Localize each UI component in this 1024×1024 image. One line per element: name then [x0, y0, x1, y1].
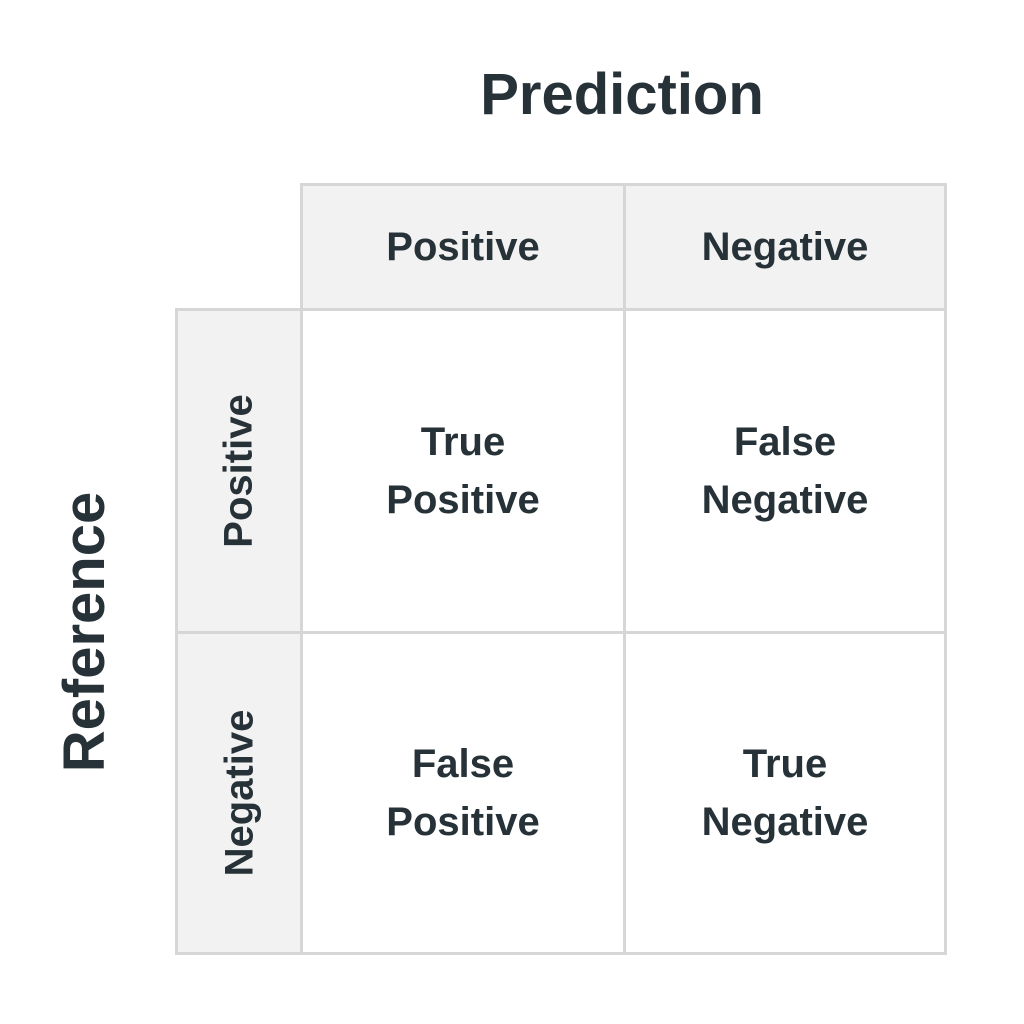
prediction-axis-title: Prediction [480, 62, 764, 127]
column-header-label: Negative [701, 225, 869, 269]
cell-line-1: True [420, 420, 506, 464]
cell-false-negative: False Negative [623, 308, 947, 634]
cell-line-1: False [733, 420, 837, 464]
cell-line-1: True [742, 742, 828, 786]
column-header-negative: Negative [623, 183, 947, 311]
cell-line-2: Negative [701, 800, 869, 844]
reference-axis-title: Reference [52, 491, 117, 773]
column-header-positive: Positive [300, 183, 626, 311]
row-header-positive: Positive [175, 308, 303, 634]
row-header-label: Negative [217, 709, 261, 877]
cell-true-negative: True Negative [623, 631, 947, 955]
cell-true-positive: True Positive [300, 308, 626, 634]
row-header-label: Positive [217, 394, 261, 548]
cell-line-2: Negative [701, 478, 869, 522]
cell-line-1: False [411, 742, 515, 786]
cell-line-2: Positive [386, 478, 540, 522]
cell-line-2: Positive [386, 800, 540, 844]
row-header-negative: Negative [175, 631, 303, 955]
column-header-label: Positive [386, 225, 540, 269]
cell-false-positive: False Positive [300, 631, 626, 955]
